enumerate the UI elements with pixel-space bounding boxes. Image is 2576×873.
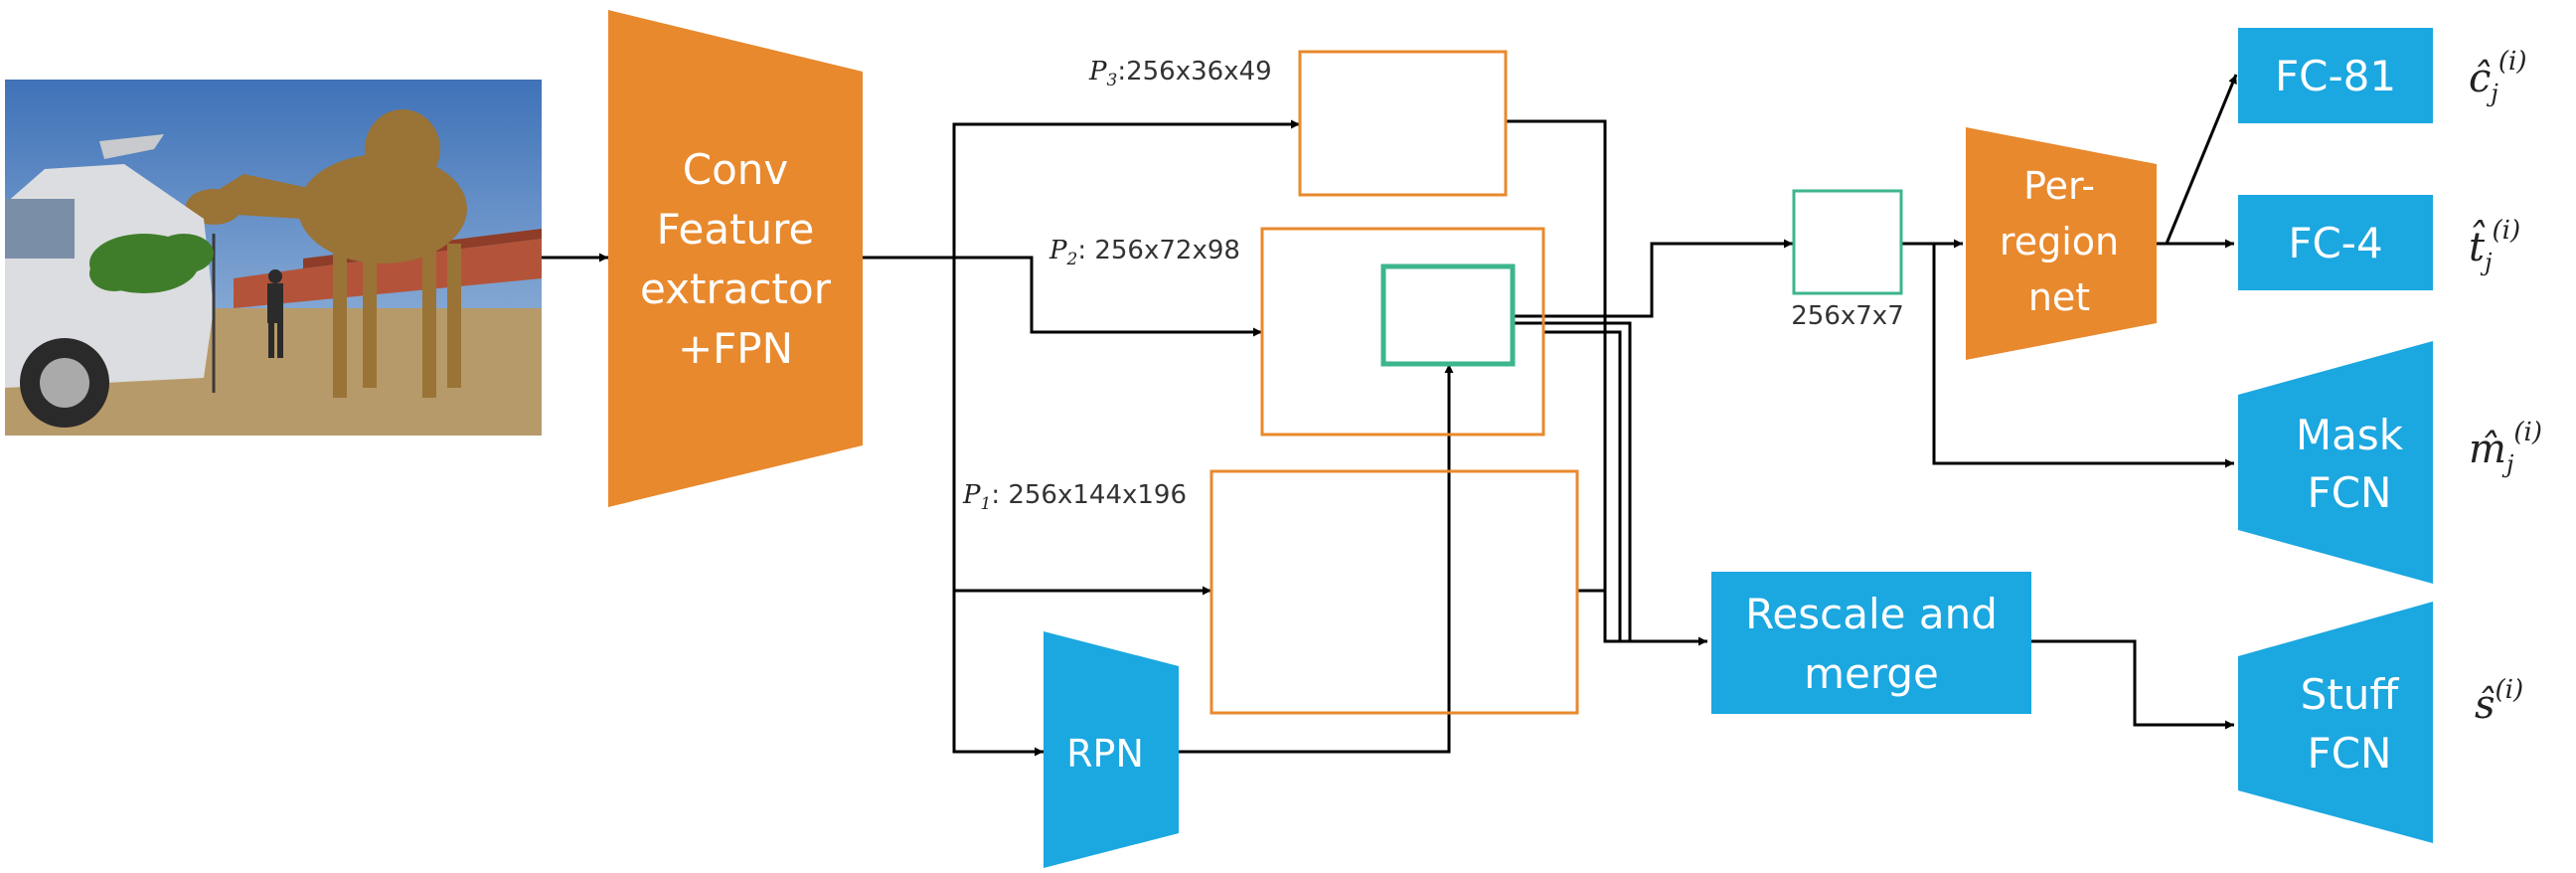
feature-pyramid: P3:256x36x49 P2: 256x72x98 P1: 256x144x1… — [962, 50, 1579, 715]
per-region-label-2: region — [2000, 220, 2119, 263]
backbone-label-3: extractor — [640, 264, 832, 313]
wire-roi-to-rescale — [1513, 321, 1632, 641]
roi-box — [1380, 263, 1516, 367]
rpn-label: RPN — [1066, 732, 1144, 776]
per-region-block: Per- region net — [1966, 127, 2157, 360]
foliage-icon — [89, 234, 214, 293]
backbone-label-2: Feature — [657, 205, 815, 254]
rescale-label-2: merge — [1804, 649, 1939, 698]
connectors — [542, 74, 2238, 757]
rescale-box — [1711, 572, 2031, 714]
per-region-label-1: Per- — [2023, 164, 2095, 208]
per-region-trapezoid — [1966, 127, 2157, 360]
output-s: ŝ(i) — [2475, 675, 2523, 728]
stuff-fcn-trapezoid — [2238, 602, 2433, 843]
p1-box — [1209, 469, 1579, 715]
arrow-roi-to-feat — [1513, 239, 1793, 318]
p3-box — [1298, 50, 1508, 197]
mask-fcn-trapezoid — [2238, 341, 2433, 584]
backbone-label-1: Conv — [683, 145, 789, 194]
output-t: t̂j(i) — [2469, 216, 2520, 276]
arrow-to-p1 — [952, 258, 1211, 596]
p2-box — [1260, 227, 1545, 436]
fc4-box — [2238, 195, 2433, 290]
p2-label: P2: 256x72x98 — [1048, 236, 1240, 269]
arrow-to-fc81 — [2157, 74, 2238, 246]
stuff-fcn-label-2: FCN — [2308, 729, 2392, 778]
backbone-label-4: +FPN — [678, 324, 793, 373]
mask-fcn-label-1: Mask — [2296, 411, 2404, 459]
heads: FC-81 FC-4 Mask FCN Stuff FCN — [2238, 28, 2433, 843]
per-region-label-3: net — [2028, 275, 2090, 319]
fc4-label: FC-4 — [2288, 219, 2382, 267]
output-c: ĉj(i) — [2469, 47, 2526, 107]
arrow-feat-to-mask — [1901, 242, 2234, 468]
arrow-p1-to-rescale — [1577, 589, 1707, 646]
roi-feature-box — [1792, 189, 1903, 295]
brick-wall — [234, 239, 542, 308]
p3-label: P3:256x36x49 — [1088, 57, 1272, 90]
person-icon — [267, 269, 283, 358]
output-m: m̂j(i) — [2469, 418, 2542, 478]
input-image — [5, 80, 542, 436]
outputs: ĉj(i) t̂j(i) m̂j(i) ŝ(i) — [2469, 47, 2542, 728]
roi-feature-block: 256x7x7 — [1791, 189, 1904, 331]
rpn-trapezoid — [1044, 631, 1179, 868]
wire-p2-to-rescale — [1543, 330, 1622, 641]
arrow-rpn-to-roi — [1179, 364, 1454, 754]
rescale-block: Rescale and merge — [1711, 572, 2031, 714]
arrow-to-p2 — [863, 256, 1262, 337]
arrow-rescale-to-stuff — [2031, 639, 2234, 730]
roi-feature-dims: 256x7x7 — [1791, 301, 1903, 331]
rpn-block: RPN — [1044, 631, 1179, 868]
fc81-label: FC-81 — [2275, 52, 2396, 100]
rescale-label-1: Rescale and — [1745, 590, 1998, 638]
mask-fcn-label-2: FCN — [2308, 468, 2392, 517]
backbone-trapezoid — [608, 10, 863, 507]
backbone-block: Conv Feature extractor +FPN — [608, 10, 863, 507]
stuff-fcn-label-1: Stuff — [2301, 670, 2400, 719]
fc81-box — [2238, 28, 2433, 123]
p1-label: P1: 256x144x196 — [962, 480, 1187, 514]
wire-p3-to-rescale — [1506, 119, 1607, 641]
arrow-to-rpn — [952, 591, 1044, 757]
camel-icon — [186, 109, 467, 398]
